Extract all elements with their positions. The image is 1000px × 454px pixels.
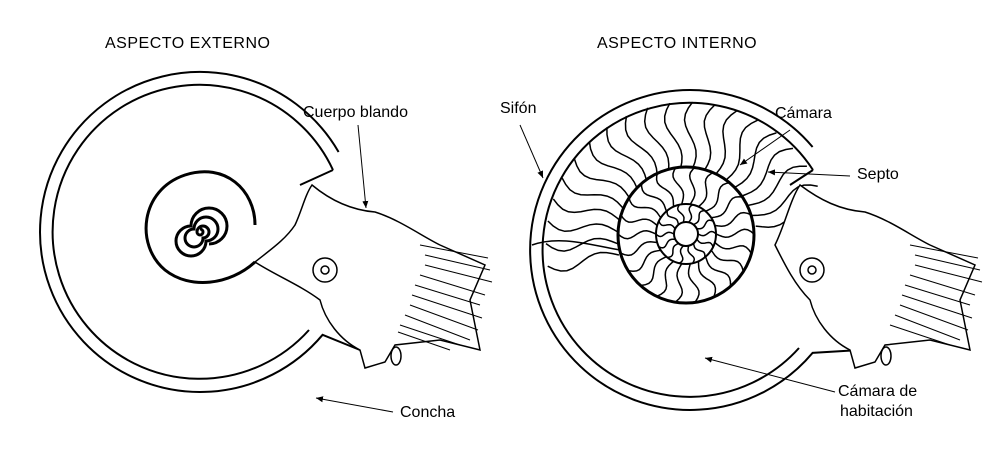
septum-line [672,166,685,205]
septum-line [666,210,680,225]
septum-line [667,242,679,259]
inner-whorl [144,170,257,284]
septum-line [658,238,676,249]
eye-pupil [320,265,330,275]
septum-line [658,220,676,230]
septum-line [693,209,705,226]
septum-line [655,171,675,207]
septum-line [688,166,697,205]
septum-line [545,237,619,252]
tentacles [397,244,493,351]
septum-line [704,256,732,286]
septum-line [710,249,744,272]
inner-whorl-internal [616,165,756,305]
septum-line [628,196,662,219]
eye [312,257,338,283]
pointer-living-chamber [704,356,836,393]
soft-body-internal [774,183,976,369]
label-shell: Concha [400,404,456,421]
septum-line [547,220,620,234]
siphuncle-tube [390,346,402,366]
pointer-shell [315,396,394,413]
label-septum: Septo [857,166,899,183]
last-septum [531,239,621,251]
label-siphon: Sifón [500,100,537,117]
pointer-septum [767,169,851,177]
septum-line [683,101,697,175]
siphuncle-tube-internal [880,346,892,366]
septum-line [731,132,777,190]
septum-line [711,110,738,179]
septum-line [657,260,675,297]
septum-line [628,249,661,272]
pointer-siphon [519,124,544,179]
septum-line [552,198,623,223]
septum-line [624,115,659,181]
septum-line [697,261,717,297]
septum-line [620,214,658,227]
pointer-soft-body [357,124,369,209]
septum-line [711,196,744,219]
septum-line [696,219,714,230]
label-soft-body: Cuerpo blando [303,104,408,121]
title-internal: ASPECTO INTERNO [597,35,758,52]
septum-line [739,147,794,198]
label-living-chamber-1: Cámara de [838,383,918,400]
septum-line [655,231,675,238]
septum-line [714,241,752,254]
pointer-chamber [739,129,791,166]
septum-line [751,184,818,217]
septum-line [696,238,714,248]
septum-line [697,171,715,208]
septum-line [705,181,731,212]
label-living-chamber-2: habitación [840,403,913,420]
shell-outline [39,70,361,393]
septum-line [663,102,683,175]
septum-line [606,127,649,187]
soft-body [253,183,486,369]
septum-line [678,245,684,264]
septum-line [714,211,752,227]
inner-whorl-2 [655,203,717,265]
eye-internal [799,257,825,283]
septum-line [547,251,620,272]
septum-line [715,228,755,238]
septum-line [573,158,633,203]
septum-line [721,119,758,184]
tentacles-internal [889,244,983,346]
septum-line [641,256,667,287]
label-chamber: Cámara [775,105,832,122]
septum-line [700,104,716,176]
septum-line [688,204,694,223]
internal-ammonite [519,89,983,411]
shell-outline-internal [529,89,861,411]
septum-line [588,141,641,194]
septum-line [675,263,684,302]
spiral-center [174,206,229,258]
title-external: ASPECTO EXTERNO [105,35,271,52]
eye-pupil-internal [807,265,817,275]
septa-inner [617,166,755,302]
septum-line [643,107,670,177]
septum-line [687,263,700,302]
septum-line [561,177,627,212]
septum-line [640,182,668,212]
septum-line [697,230,717,237]
septum-line [617,230,657,240]
septum-line [676,204,685,223]
septum-line [620,241,658,257]
septum-line [687,245,696,264]
septum-line [746,165,807,207]
septum-line [692,243,706,258]
inner-whorl-3 [673,221,699,247]
external-ammonite [39,70,493,413]
